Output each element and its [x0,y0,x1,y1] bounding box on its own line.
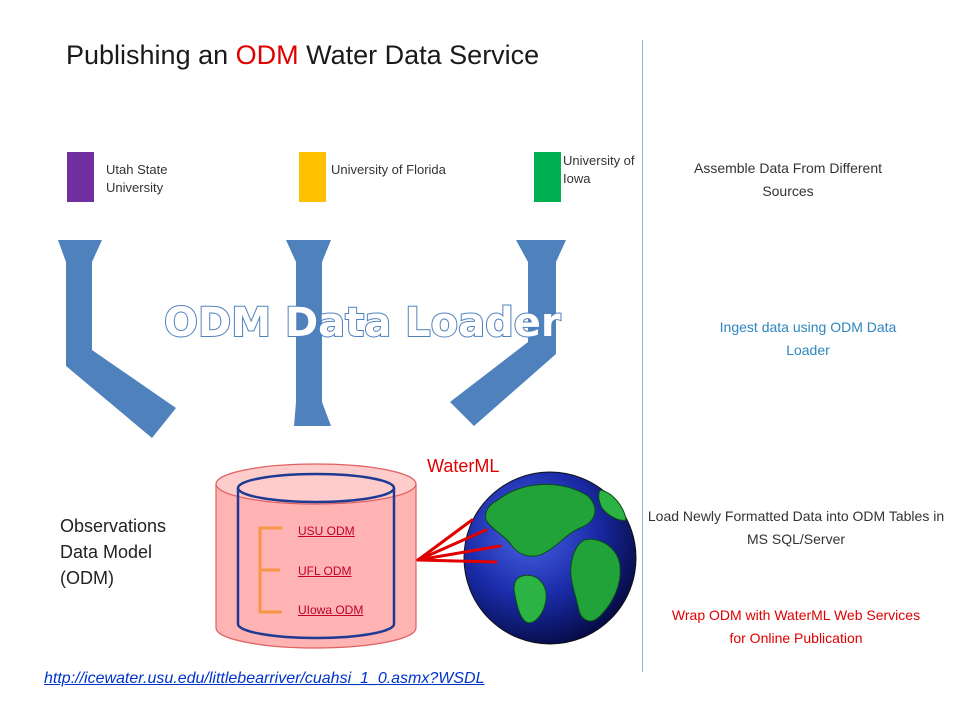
uiowa-odm-link[interactable]: UIowa ODM [298,603,364,617]
ufl-odm-link[interactable]: UFL ODM [298,564,352,578]
side-note-wrap: Wrap ODM with WaterML Web Services for O… [671,607,921,646]
page-title: Publishing an ODM Water Data Service [66,40,540,70]
side-note-load: Load Newly Formatted Data into ODM Table… [647,508,945,547]
vertical-divider [642,40,643,672]
observations-data-model-label: Observations Data Model (ODM) [60,516,167,588]
arrow-right [450,240,566,426]
globe-icon [463,471,637,645]
source-label-iowa: University of Iowa [563,153,635,186]
database-cylinder [215,463,417,649]
side-note-ingest: Ingest data using ODM Data Loader [719,319,897,358]
arrow-left [58,240,176,438]
florida-swatch [299,152,326,202]
source-label-utah: Utah State University [106,162,168,195]
usu-odm-link[interactable]: USU ODM [298,524,355,538]
wsdl-url-link[interactable]: http://icewater.usu.edu/littlebearriver/… [44,670,485,687]
waterml-connection-lines [416,518,502,564]
side-note-assemble: Assemble Data From Different Sources [693,160,883,199]
utah-state-swatch [67,152,94,202]
iowa-swatch [534,152,561,202]
source-label-florida: University of Florida [331,162,446,177]
arrow-middle [286,240,331,426]
odm-data-loader-heading: ODM Data Loader [164,300,561,346]
waterml-label: WaterML [427,456,500,476]
